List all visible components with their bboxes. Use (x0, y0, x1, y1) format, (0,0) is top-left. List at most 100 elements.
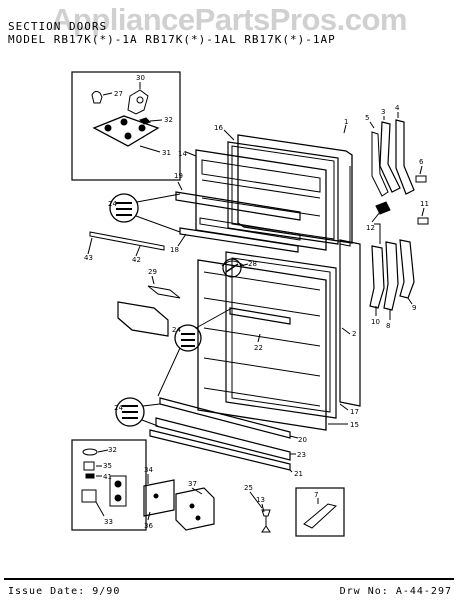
leader-17 (339, 403, 349, 411)
callout-41: 41 (103, 473, 112, 481)
callout-13: 13 (256, 496, 265, 504)
callout-14: 14 (178, 150, 187, 158)
leader-43 (87, 237, 93, 255)
callout-37: 37 (188, 480, 197, 488)
handle-3 (379, 121, 401, 193)
leader-16 (223, 129, 235, 141)
freezer-gasket-inner (231, 145, 335, 240)
dairy-bin-40 (117, 301, 169, 337)
fresh-food-gasket-17 (225, 251, 337, 419)
part-7 (303, 503, 338, 529)
plug-11 (417, 217, 429, 225)
leader-27 (102, 92, 113, 96)
fresh-food-liner-22 (197, 259, 327, 431)
detail-fastener (122, 405, 138, 419)
hinge-hole (124, 132, 132, 140)
handle-lower-9 (399, 239, 415, 299)
callout-21: 21 (294, 470, 303, 478)
detail-circle (109, 193, 139, 223)
hinge-plate-31 (92, 115, 160, 147)
issue-date: Issue Date: 9/90 (8, 586, 120, 597)
leader-42 (135, 245, 141, 257)
hinge-hole (114, 494, 122, 502)
part-7-box (295, 487, 345, 537)
hinge-hole (114, 480, 122, 488)
bracket-hole (195, 515, 201, 521)
hinge-pin (136, 96, 144, 104)
door-shelf-bars: 20 23 21 (149, 397, 307, 478)
detail-line (195, 307, 233, 329)
leader-21 (289, 469, 293, 473)
detail-24-lower: 24 (114, 397, 161, 427)
handle-lower-10 (369, 245, 385, 309)
callout-28: 28 (248, 260, 257, 268)
callout-6: 6 (419, 158, 424, 166)
callout-30: 30 (136, 74, 145, 82)
handle-hardware: 5 3 4 6 11 12 10 8 9 (365, 104, 429, 330)
callout-9: 9 (412, 304, 416, 312)
leader-28 (239, 263, 249, 267)
bracket-34 (143, 479, 175, 517)
callout-10: 10 (371, 318, 380, 326)
callout-1: 1 (344, 118, 348, 126)
leader-2 (341, 327, 351, 335)
handle-lower-8 (383, 241, 399, 311)
callout-5: 5 (365, 114, 369, 122)
detail-circle (115, 397, 145, 427)
callout-18: 18 (170, 246, 179, 254)
door-stop-screw: 25 13 (244, 484, 271, 533)
upper-hinge-assembly: 27 30 32 31 (71, 71, 181, 181)
fresh-food-door-outer-2 (339, 239, 361, 407)
hinge-shim-32 (139, 117, 151, 125)
leader-32b (97, 449, 109, 453)
shelf-bar (89, 231, 165, 251)
freezer-door-gasket-16 (227, 141, 339, 245)
callout-33: 33 (104, 518, 113, 526)
callout-42: 42 (132, 256, 141, 264)
stop-13 (261, 516, 271, 533)
bracket-37 (175, 487, 215, 531)
leader-25 (249, 491, 263, 509)
upper-hinge-box (71, 71, 181, 181)
hinge-33 (81, 489, 97, 503)
bracket-hole (153, 493, 159, 499)
issue-date-value: 9/90 (92, 586, 121, 597)
freezer-shelf-bar-19 (175, 191, 301, 221)
handle-trim-5 (371, 131, 389, 197)
section-value: DOORS (68, 20, 108, 33)
callout-24a: 24 (108, 200, 117, 208)
freezer-liner-top-shelf (201, 159, 321, 193)
leader-37 (191, 487, 203, 495)
detail-fastener (116, 202, 132, 216)
model-header: MODEL RB17K(*)-1A RB17K(*)-1AL RB17K(*)-… (8, 33, 336, 46)
fresh-food-door: 2 17 15 22 (197, 239, 361, 431)
callout-22: 22 (254, 344, 263, 352)
detail-circle (222, 258, 242, 278)
hinge-hole (104, 124, 112, 132)
callout-11: 11 (420, 200, 429, 208)
callout-25: 25 (244, 484, 253, 492)
freezer-door: 1 16 14 19 18 (170, 118, 353, 254)
detail-part (225, 263, 239, 273)
detail-line (135, 215, 181, 233)
leader-1 (343, 124, 347, 134)
section-header: SECTION DOORS (8, 20, 107, 33)
leader-32a (149, 119, 163, 122)
hinge-screw-27 (91, 90, 103, 104)
shelf-bar-21 (149, 429, 291, 471)
fresh-shelf-bar (229, 307, 291, 325)
callout-23: 23 (297, 451, 306, 459)
callout-7: 7 (314, 491, 318, 499)
detail-fastener (181, 333, 195, 347)
leader-20 (289, 435, 299, 439)
detail-line (157, 347, 181, 397)
callout-8: 8 (386, 322, 390, 330)
washer-32 (82, 448, 98, 456)
hinge-bracket-30 (127, 89, 149, 115)
leader-33 (95, 501, 105, 517)
dairy-bin-edge (117, 302, 133, 331)
handle-4 (395, 119, 415, 195)
detail-line (136, 193, 181, 203)
callout-32a: 32 (164, 116, 173, 124)
